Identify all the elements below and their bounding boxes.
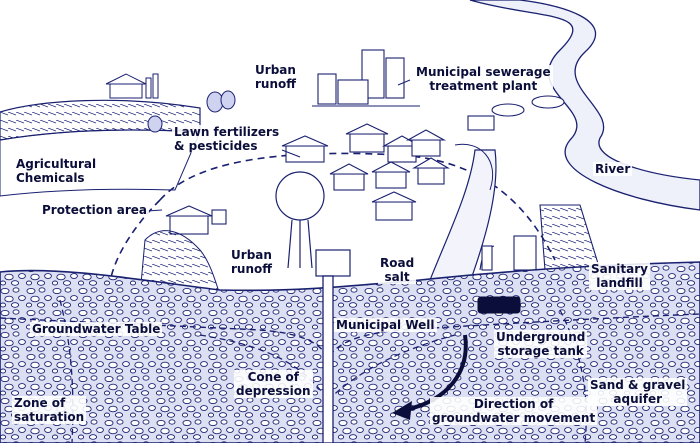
label-zone-of-saturation: Zone of saturation xyxy=(12,396,87,424)
water-tower-icon xyxy=(275,171,325,269)
label-cone-of-depression: Cone of depression xyxy=(234,370,313,398)
label-sewerage-plant: Municipal sewerage treatment plant xyxy=(414,65,553,93)
label-road-salt: Road salt xyxy=(378,256,417,284)
label-sand-gravel-aquifer: Sand & gravel aquifer xyxy=(588,378,688,406)
label-groundwater-table: Groundwater Table xyxy=(30,322,163,336)
label-groundwater-movement: Direction of groundwater movement xyxy=(430,397,598,425)
river xyxy=(469,0,700,211)
landfill-icon xyxy=(479,204,601,271)
label-municipal-well: Municipal Well xyxy=(334,318,437,332)
storage-tank-icon xyxy=(477,296,521,314)
sewerage-plant-icon xyxy=(312,49,565,131)
road xyxy=(429,149,497,283)
label-urban-runoff-mid: Urban runoff xyxy=(229,248,274,276)
farm-barn-icon xyxy=(105,73,159,99)
label-urban-runoff-top: Urban runoff xyxy=(253,63,298,91)
farm-field-near xyxy=(0,129,201,197)
label-lawn-fertilizers: Lawn fertilizers & pesticides xyxy=(172,125,282,153)
protection-area-boundary xyxy=(159,152,556,261)
label-underground-storage-tank: Underground storage tank xyxy=(494,330,588,358)
label-sanitary-landfill: Sanitary landfill xyxy=(589,262,650,290)
groundwater-flow-arrow xyxy=(404,334,468,412)
label-agricultural-chemicals: Agricultural Chemicals xyxy=(14,157,99,185)
houses-icon xyxy=(165,123,451,235)
label-pointers xyxy=(146,79,411,212)
label-protection-area: Protection area xyxy=(40,203,150,217)
municipal-well-shaft xyxy=(322,275,334,443)
arrowhead-icon xyxy=(392,401,412,420)
trees-icon xyxy=(147,90,236,133)
label-river: River xyxy=(593,162,633,176)
pump-house-icon xyxy=(315,249,351,277)
